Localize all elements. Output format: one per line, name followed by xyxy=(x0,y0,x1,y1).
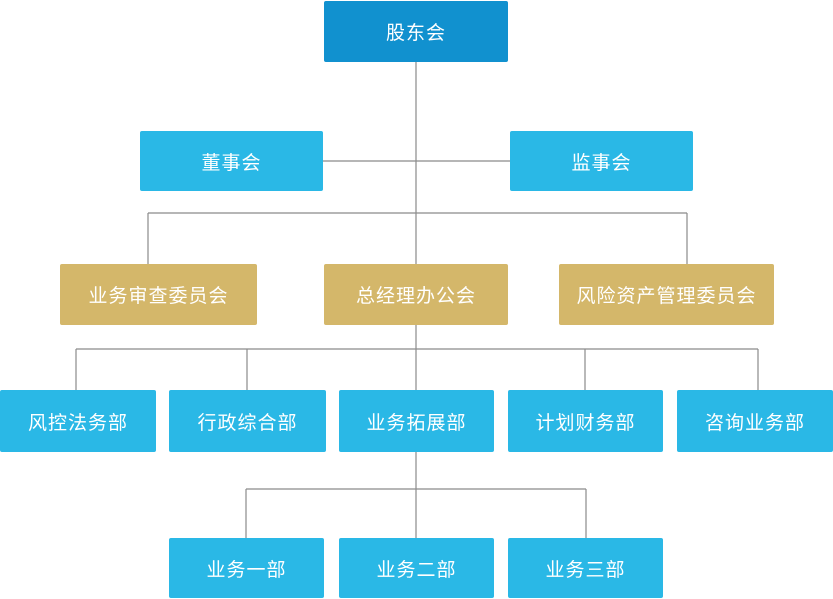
node-risk-committee: 风险资产管理委员会 xyxy=(559,264,774,325)
node-biz1: 业务一部 xyxy=(169,538,324,598)
node-consulting: 咨询业务部 xyxy=(677,390,833,452)
node-biz3: 业务三部 xyxy=(508,538,663,598)
node-shareholders: 股东会 xyxy=(324,1,508,62)
node-review-committee: 业务审查委员会 xyxy=(60,264,257,325)
node-finance: 计划财务部 xyxy=(508,390,663,452)
node-risk-legal: 风控法务部 xyxy=(0,390,156,452)
node-supervisors: 监事会 xyxy=(510,131,693,191)
node-gm-office: 总经理办公会 xyxy=(324,264,508,325)
node-board: 董事会 xyxy=(140,131,323,191)
node-admin: 行政综合部 xyxy=(169,390,326,452)
node-biz-expansion: 业务拓展部 xyxy=(339,390,494,452)
node-biz2: 业务二部 xyxy=(339,538,494,598)
